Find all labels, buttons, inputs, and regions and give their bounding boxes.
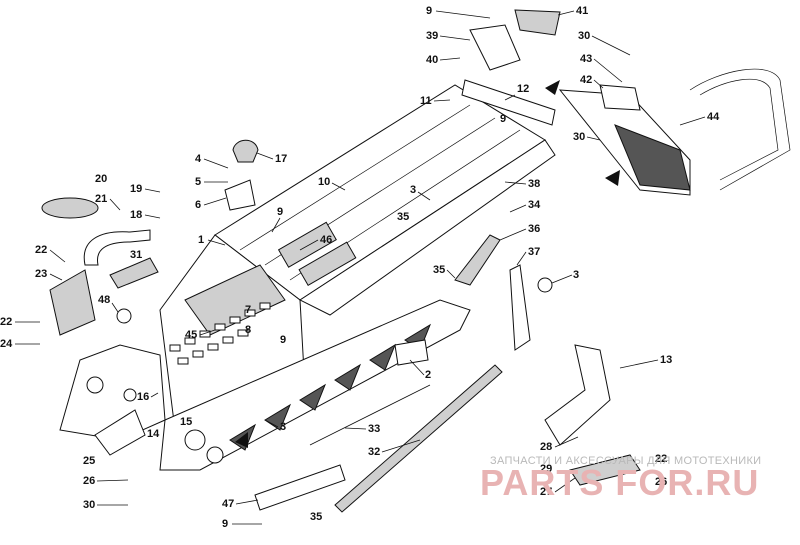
watermark-caption: ЗАПЧАСТИ И АКСЕССУАРЫ ДЛЯ МОТОТЕХНИКИ <box>490 455 761 467</box>
watermark-logo-text: PARTS FOR.RU <box>480 462 759 503</box>
callout-35a: 35 <box>397 211 409 223</box>
bracket-39 <box>469 24 521 71</box>
callout-39: 39 <box>426 30 438 42</box>
callout-7: 7 <box>245 304 251 316</box>
bracket-6 <box>224 179 256 211</box>
callout-44: 44 <box>707 111 720 123</box>
callout-42: 42 <box>580 74 592 86</box>
direction-arrow-lower <box>605 170 620 186</box>
callout-29: 29 <box>540 463 552 475</box>
callout-30b: 30 <box>573 131 585 143</box>
callout-22b: 22 <box>0 316 12 328</box>
callout-9b: 9 <box>500 113 506 125</box>
bracket-23 <box>49 269 96 336</box>
callout-15: 15 <box>180 416 192 428</box>
direction-arrow-left <box>235 432 248 448</box>
callout-36: 36 <box>528 223 540 235</box>
callout-11: 11 <box>420 95 432 107</box>
callout-43: 43 <box>580 53 592 65</box>
bracket-37 <box>509 264 531 351</box>
cap-20 <box>41 197 99 219</box>
callout-17: 17 <box>275 153 287 165</box>
callout-8: 8 <box>245 324 251 336</box>
callout-12: 12 <box>517 83 529 95</box>
callout-28: 28 <box>540 441 552 453</box>
callout-21: 21 <box>95 193 107 205</box>
callout-19: 19 <box>130 183 142 195</box>
callout-30c: 30 <box>83 499 95 511</box>
callout-9e: 9 <box>222 518 228 530</box>
grommet-48 <box>116 308 132 324</box>
callout-22c: 22 <box>655 453 667 465</box>
callout-5: 5 <box>195 176 201 188</box>
callout-23: 23 <box>35 268 47 280</box>
callout-48: 48 <box>98 294 110 306</box>
callout-41: 41 <box>576 5 588 17</box>
callout-14: 14 <box>147 428 160 440</box>
callout-47: 47 <box>222 498 234 510</box>
callout-46: 46 <box>320 234 332 246</box>
callout-45: 45 <box>185 329 197 341</box>
callout-20: 20 <box>95 173 107 185</box>
chassis-tunnel <box>59 84 556 513</box>
callout-24: 24 <box>0 338 13 350</box>
callout-3c: 3 <box>280 421 286 433</box>
callout-4: 4 <box>195 153 202 165</box>
callout-35b: 35 <box>433 264 445 276</box>
callout-25: 25 <box>83 455 95 467</box>
callout-9a: 9 <box>426 5 432 17</box>
callout-31: 31 <box>130 249 142 261</box>
callout-26a: 26 <box>83 475 95 487</box>
callout-30a: 30 <box>578 30 590 42</box>
callout-33: 33 <box>368 423 380 435</box>
callout-40: 40 <box>426 54 438 66</box>
washer-3 <box>537 277 553 293</box>
callout-9c: 9 <box>277 206 283 218</box>
callout-13: 13 <box>660 354 672 366</box>
hitch-41 <box>514 9 561 36</box>
bracket-2 <box>394 339 429 366</box>
plate-31 <box>109 257 159 289</box>
footboard-47 <box>254 464 346 511</box>
plate-27 <box>569 454 641 486</box>
callout-9d: 9 <box>280 334 286 346</box>
callout-16: 16 <box>137 391 149 403</box>
callout-3a: 3 <box>410 184 416 196</box>
rear-bumper-assembly <box>558 68 791 196</box>
callout-26b: 26 <box>655 476 667 488</box>
callout-2: 2 <box>425 369 431 381</box>
callout-37: 37 <box>528 246 540 258</box>
cup-17 <box>232 139 259 163</box>
callout-34: 34 <box>528 199 541 211</box>
callout-38: 38 <box>528 178 540 190</box>
callout-10: 10 <box>318 176 330 188</box>
callouts: 1 2 3 3 3 4 5 6 7 8 9 9 9 9 9 10 11 12 1… <box>0 5 720 530</box>
bracket-36 <box>454 234 501 286</box>
callout-6: 6 <box>195 199 201 211</box>
bar-21 <box>83 229 151 266</box>
footrest-bracket-13 <box>544 344 611 446</box>
plate-25 <box>94 409 146 456</box>
callout-27: 27 <box>540 486 552 498</box>
callout-35c: 35 <box>310 511 322 523</box>
callout-32: 32 <box>368 446 380 458</box>
callout-22a: 22 <box>35 244 47 256</box>
callout-18: 18 <box>130 209 142 221</box>
callout-3b: 3 <box>573 269 579 281</box>
callout-1: 1 <box>198 234 204 246</box>
direction-arrow-upper <box>545 80 560 95</box>
crossbar-12 <box>461 79 556 126</box>
